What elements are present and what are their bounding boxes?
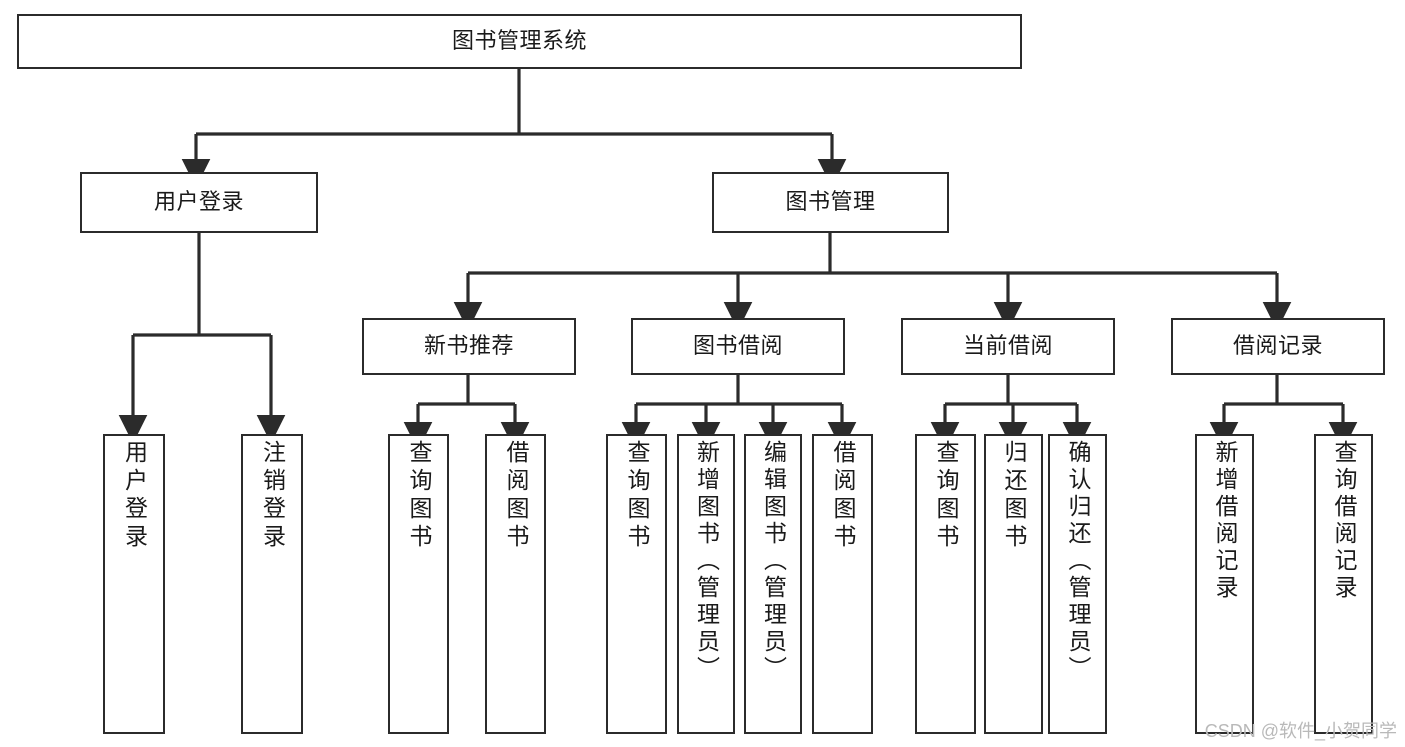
node-book-management[interactable]: 图书管理 <box>712 172 949 233</box>
leaf-borrow-book-recommend[interactable]: 借阅图书 <box>485 434 546 734</box>
node-label: 图书管理 <box>785 189 876 215</box>
leaf-query-book-recommend[interactable]: 查询图书 <box>388 434 449 734</box>
node-label: 借阅图书 <box>830 440 856 552</box>
node-label: 新增借阅记录 <box>1212 440 1238 602</box>
node-label: 查询借阅记录 <box>1331 440 1357 602</box>
node-label: 查询图书 <box>624 440 650 552</box>
leaf-borrow-book[interactable]: 借阅图书 <box>812 434 873 734</box>
leaf-user-login[interactable]: 用户登录 <box>103 434 165 734</box>
node-label: 查询图书 <box>933 440 959 552</box>
node-label: 归还图书 <box>1001 440 1027 552</box>
node-label: 确认归还（管理员） <box>1065 440 1091 683</box>
node-label: 查询图书 <box>406 440 432 552</box>
leaf-query-book-borrow[interactable]: 查询图书 <box>606 434 667 734</box>
node-label: 用户登录 <box>121 440 148 552</box>
leaf-add-borrow-record[interactable]: 新增借阅记录 <box>1195 434 1254 734</box>
leaf-query-borrow-record[interactable]: 查询借阅记录 <box>1314 434 1373 734</box>
node-label: 用户登录 <box>153 189 244 215</box>
node-new-book-recommend[interactable]: 新书推荐 <box>362 318 576 375</box>
node-label: 图书借阅 <box>692 333 783 359</box>
node-label: 图书管理系统 <box>451 28 587 54</box>
node-root-book-management-system[interactable]: 图书管理系统 <box>17 14 1022 69</box>
node-current-borrow[interactable]: 当前借阅 <box>901 318 1115 375</box>
node-book-borrow[interactable]: 图书借阅 <box>631 318 845 375</box>
node-label: 注销登录 <box>259 440 286 552</box>
node-user-login[interactable]: 用户登录 <box>80 172 318 233</box>
leaf-confirm-return-admin[interactable]: 确认归还（管理员） <box>1048 434 1107 734</box>
leaf-query-book-current[interactable]: 查询图书 <box>915 434 976 734</box>
node-label: 编辑图书（管理员） <box>760 440 787 683</box>
leaf-logout[interactable]: 注销登录 <box>241 434 303 734</box>
leaf-return-book[interactable]: 归还图书 <box>984 434 1043 734</box>
node-label: 新增图书（管理员） <box>693 440 720 683</box>
node-label: 当前借阅 <box>962 333 1053 359</box>
node-label: 新书推荐 <box>423 333 514 359</box>
node-label: 借阅图书 <box>503 440 529 552</box>
leaf-edit-book-admin[interactable]: 编辑图书（管理员） <box>744 434 802 734</box>
node-borrow-record[interactable]: 借阅记录 <box>1171 318 1385 375</box>
leaf-add-book-admin[interactable]: 新增图书（管理员） <box>677 434 735 734</box>
node-label: 借阅记录 <box>1232 333 1323 359</box>
watermark: CSDN @软件_小贺同学 <box>1204 721 1397 741</box>
